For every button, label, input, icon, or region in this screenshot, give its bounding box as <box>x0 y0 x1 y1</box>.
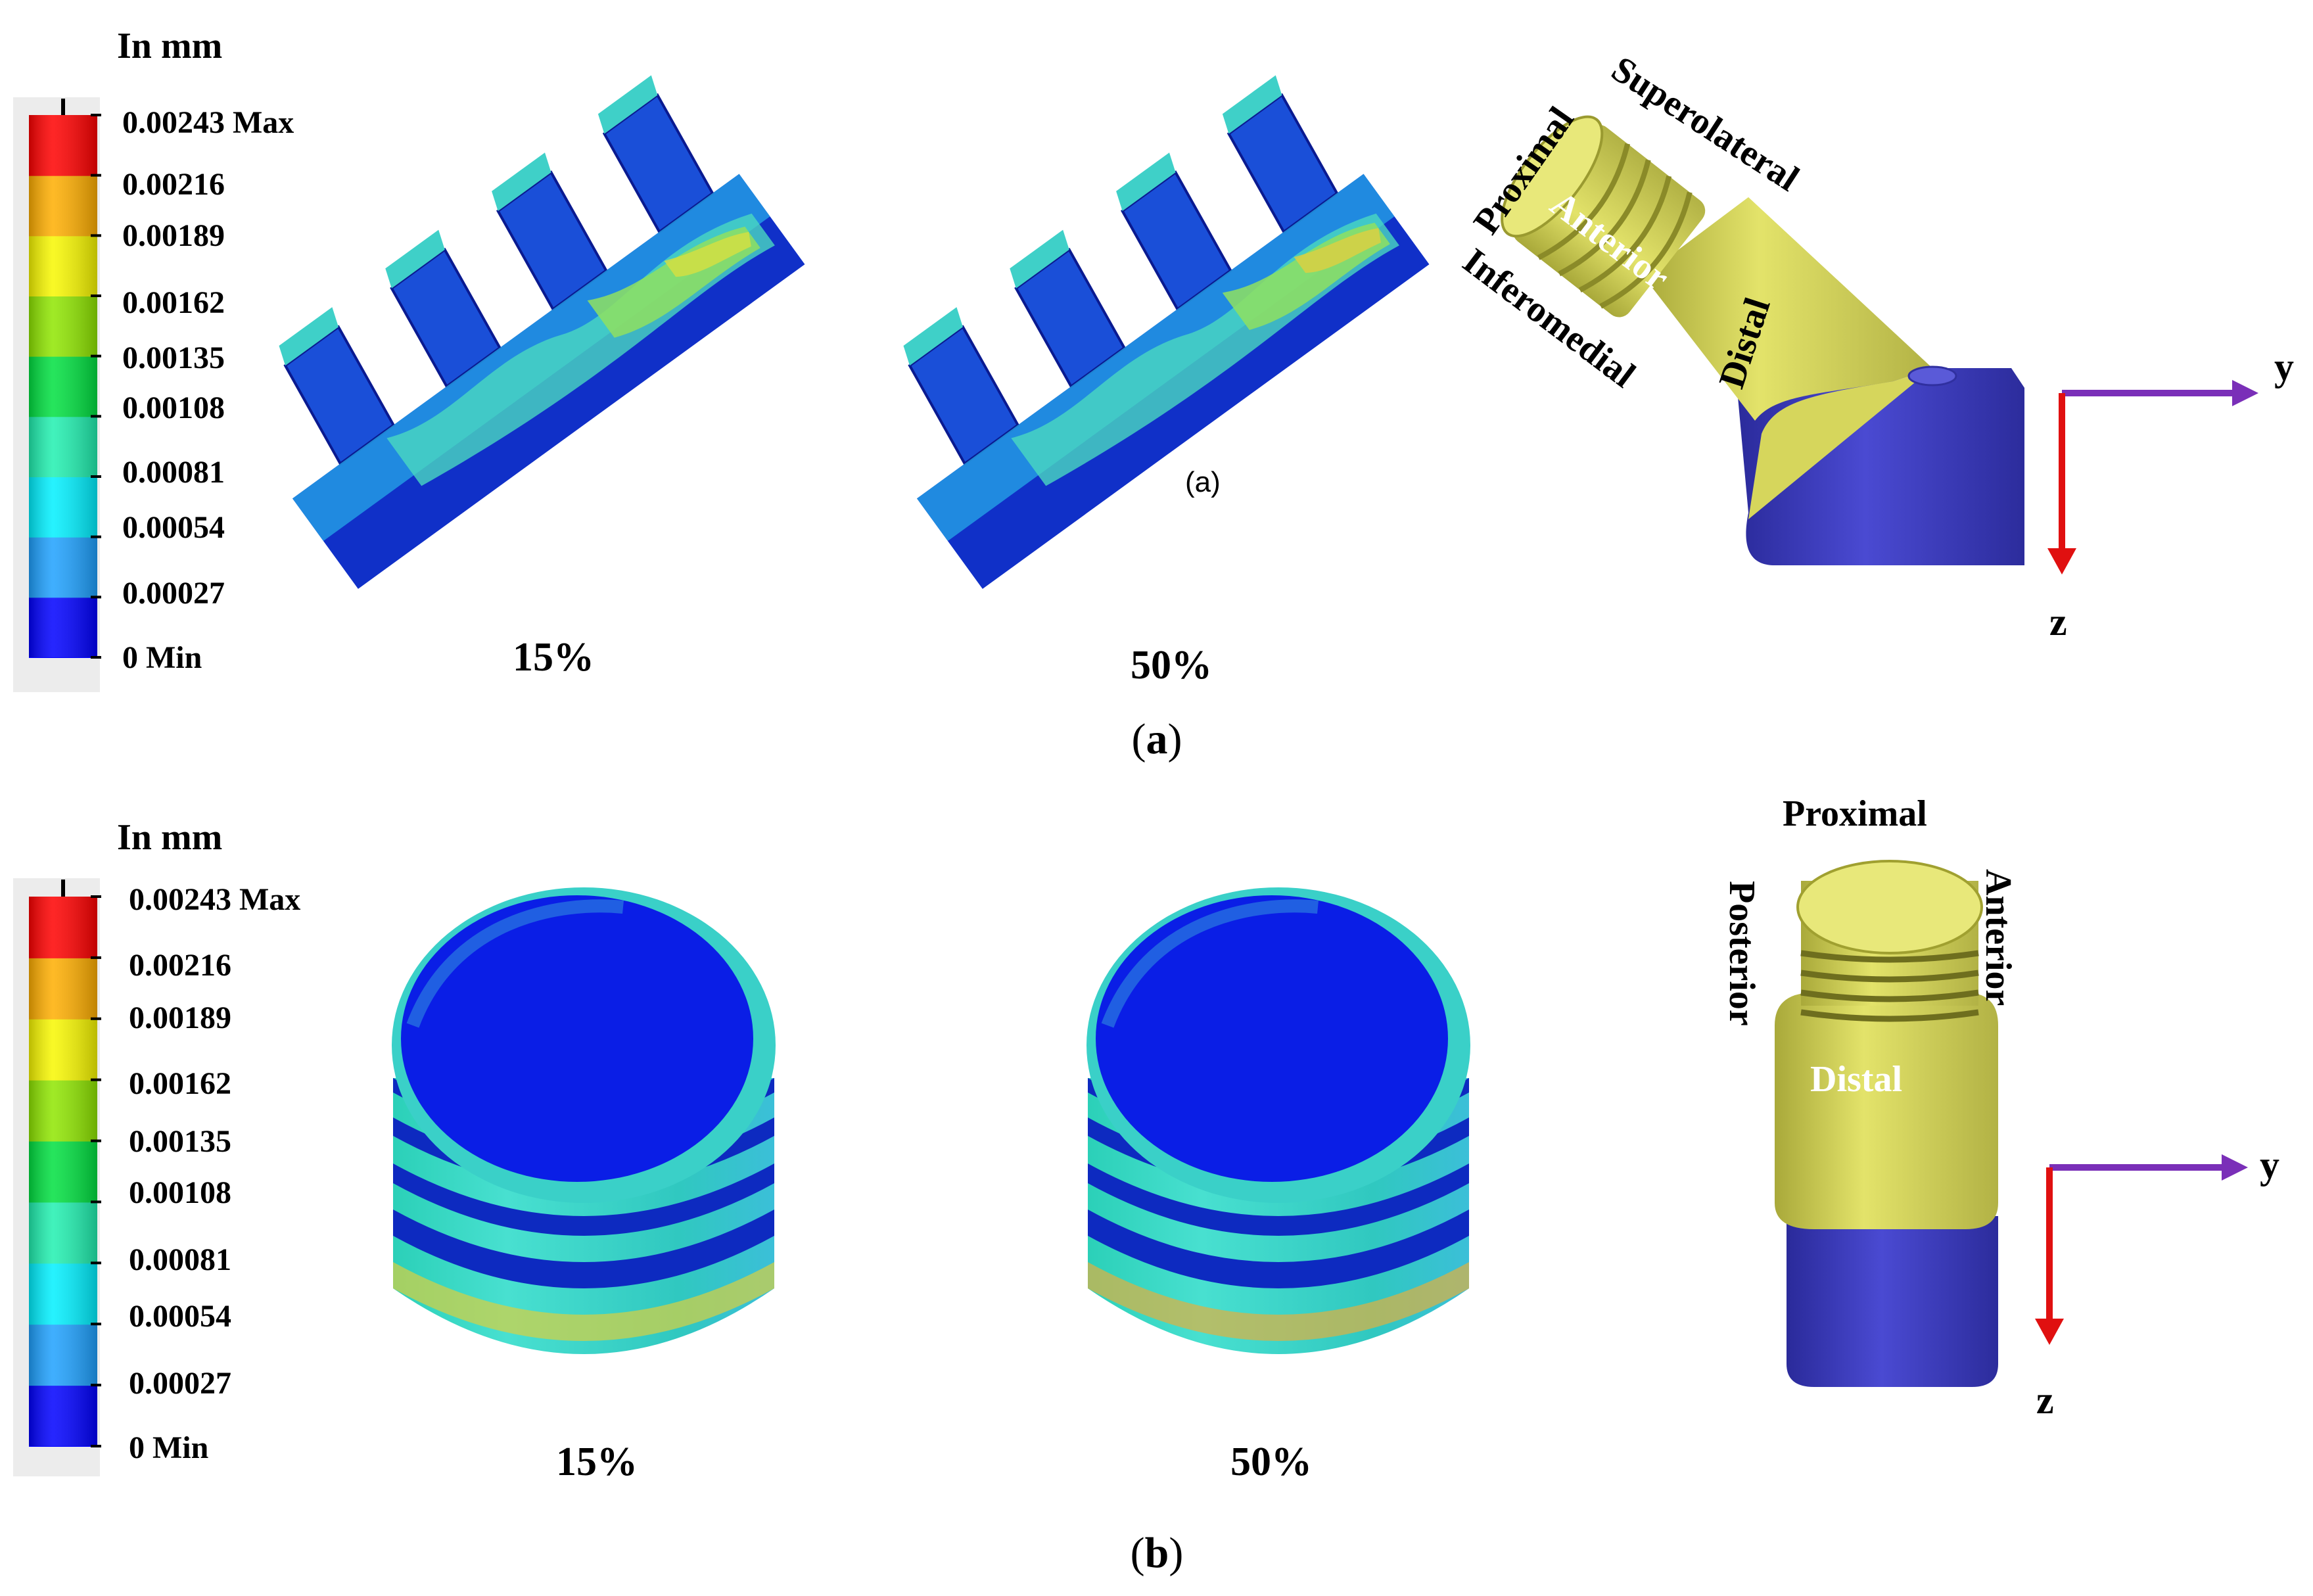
thread-crests <box>279 75 714 466</box>
z-arrow-head <box>2035 1319 2064 1345</box>
coordinate-axes: y z <box>2035 1143 2279 1422</box>
legend-tick-label: 0.00162 <box>122 285 225 320</box>
legend-shading <box>29 115 97 657</box>
legend-tick-label: 0.00162 <box>129 1066 231 1101</box>
legend-tick-label: 0.00081 <box>129 1242 231 1277</box>
label-posterior: Posterior <box>1721 881 1762 1026</box>
legend-tick-label: 0.00216 <box>122 167 225 202</box>
panel-caption-b: (b) <box>1131 1529 1184 1577</box>
cylinder-model-15 <box>392 887 776 1354</box>
legend-tick-labels: 0.00243 Max 0.00216 0.00189 0.00162 0.00… <box>129 882 300 1465</box>
legend-tick-label: 0.00108 <box>129 1175 231 1210</box>
panel-b: In mm 0.00243 Max 0.00216 0.00189 0.0016… <box>13 793 2279 1577</box>
legend-tick-label: 0.00135 <box>122 340 225 375</box>
legend-shading <box>29 897 97 1446</box>
legend-tick-label: 0.00216 <box>129 948 231 983</box>
color-legend: 0.00243 Max 0.00216 0.00189 0.00162 0.00… <box>13 97 294 692</box>
legend-tick-labels: 0.00243 Max 0.00216 0.00189 0.00162 0.00… <box>122 105 294 675</box>
axis-z-label: z <box>2036 1378 2054 1422</box>
label-proximal: Proximal <box>1783 793 1927 834</box>
legend-tick-label: 0.00027 <box>129 1366 231 1401</box>
model-caption-15: 15% <box>556 1440 638 1484</box>
axis-y-label: y <box>2274 345 2294 388</box>
axis-y-label: y <box>2260 1143 2279 1186</box>
legend-tick-label: 0.00243 Max <box>129 882 300 917</box>
implant-straight <box>1775 860 1998 1387</box>
legend-tick-label: 0 Min <box>122 640 202 675</box>
legend-tick-label: 0.00189 <box>122 218 225 253</box>
stray-label: (a) <box>1185 466 1221 498</box>
thread-crests <box>903 75 1339 466</box>
axis-z-label: z <box>2049 600 2067 644</box>
thread-rings <box>1800 950 1979 1022</box>
unit-label: In mm <box>117 26 222 66</box>
unit-label: In mm <box>117 817 222 858</box>
model-caption-15: 15% <box>513 635 594 680</box>
model-caption-50: 50% <box>1131 643 1212 688</box>
panel-caption-a: (a) <box>1132 715 1182 763</box>
legend-tick-label: 0.00054 <box>122 510 225 545</box>
legend-tick-label: 0.00189 <box>129 1000 231 1035</box>
y-arrow-head <box>2222 1154 2248 1181</box>
z-arrow-head <box>2047 548 2076 575</box>
thread-model-50 <box>903 75 1430 589</box>
coordinate-axes: y z <box>2047 345 2294 644</box>
orientation-labels: Proximal Posterior Anterior Distal <box>1721 793 2019 1100</box>
label-distal: Distal <box>1810 1059 1902 1100</box>
thread-model-15 <box>279 75 805 589</box>
legend-color-bar <box>29 895 101 1447</box>
model-caption-50: 50% <box>1230 1440 1312 1484</box>
legend-tick-label: 0.00054 <box>129 1299 231 1334</box>
cylinder-model-50 <box>1086 887 1470 1354</box>
legend-color-bar <box>29 114 101 659</box>
legend-tick-label: 0 Min <box>129 1430 208 1465</box>
label-anterior: Anterior <box>1978 869 2019 1006</box>
legend-tick-label: 0.00081 <box>122 455 225 490</box>
legend-tick-label: 0.00027 <box>122 576 225 611</box>
panel-a: In mm 0.00243 Max 0.00216 0.00189 0.0016… <box>13 26 2294 763</box>
legend-tick-label: 0.00108 <box>122 390 225 425</box>
legend-tick-label: 0.00135 <box>129 1124 231 1159</box>
y-arrow-head <box>2232 380 2258 406</box>
color-legend: 0.00243 Max 0.00216 0.00189 0.00162 0.00… <box>13 878 300 1476</box>
legend-tick-label: 0.00243 Max <box>122 105 294 140</box>
implant-angled <box>1501 115 2024 565</box>
threaded-head <box>1501 115 1706 317</box>
